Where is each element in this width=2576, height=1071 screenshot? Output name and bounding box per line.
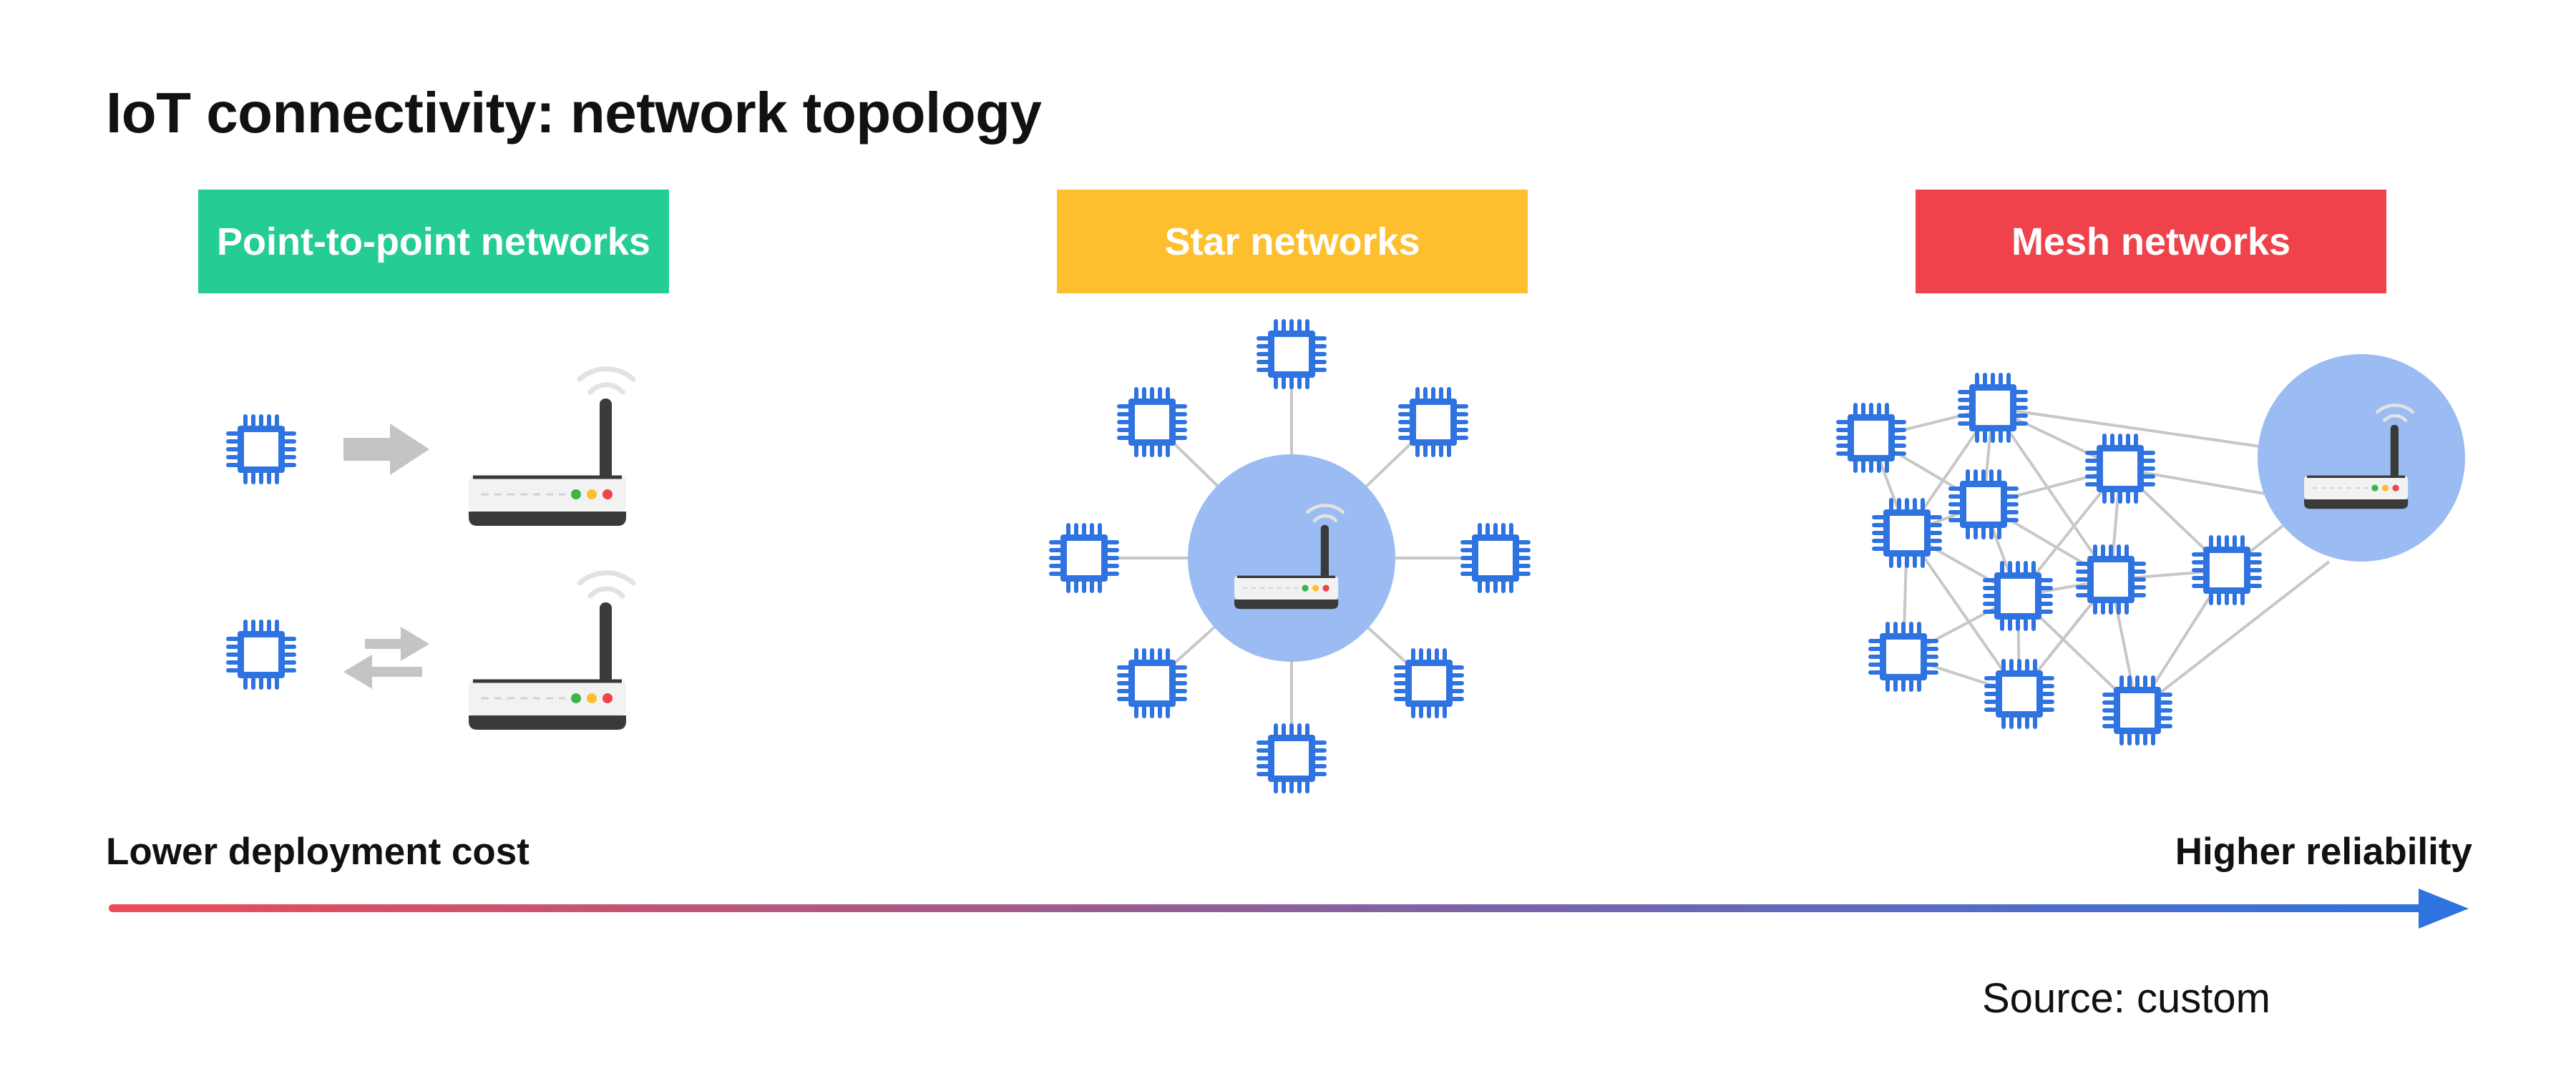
source-caption: Source: custom [1982, 975, 2270, 1022]
right-arrow-icon [343, 424, 429, 475]
microchip-icon [1396, 650, 1462, 716]
microchip-icon [1119, 650, 1185, 716]
mesh-network-section [1838, 354, 2465, 743]
star-network-section [1051, 321, 1528, 791]
higher-reliability-label: Higher reliability [2175, 831, 2472, 873]
microchip-icon [1951, 471, 2016, 537]
hub-circle [1188, 454, 1395, 662]
point-to-point-section [228, 369, 633, 730]
lower-cost-label: Lower deployment cost [106, 831, 530, 873]
microchip-icon [1463, 525, 1528, 591]
point-to-point-header: Point-to-point networks [198, 190, 669, 293]
wifi-router-icon [469, 573, 633, 730]
star-networks-header: Star networks [1057, 190, 1528, 293]
microchip-icon [228, 416, 294, 482]
microchip-icon [1874, 500, 1940, 566]
mesh-networks-header: Mesh networks [1916, 190, 2386, 293]
microchip-icon [1259, 321, 1324, 387]
hub-circle [2258, 354, 2465, 562]
microchip-icon [1838, 405, 1904, 471]
page-title: IoT connectivity: network topology [106, 81, 1042, 145]
microchip-icon [1986, 661, 2052, 727]
bidirectional-arrows-icon [343, 627, 429, 689]
microchip-icon [1051, 525, 1117, 591]
microchip-icon [2078, 547, 2144, 612]
cost-reliability-scale-arrow [109, 889, 2469, 929]
wifi-router-icon [469, 369, 633, 526]
microchip-icon [1259, 725, 1324, 791]
microchip-icon [1870, 624, 1936, 690]
microchip-icon [1960, 375, 2026, 441]
microchip-icon [228, 622, 294, 688]
